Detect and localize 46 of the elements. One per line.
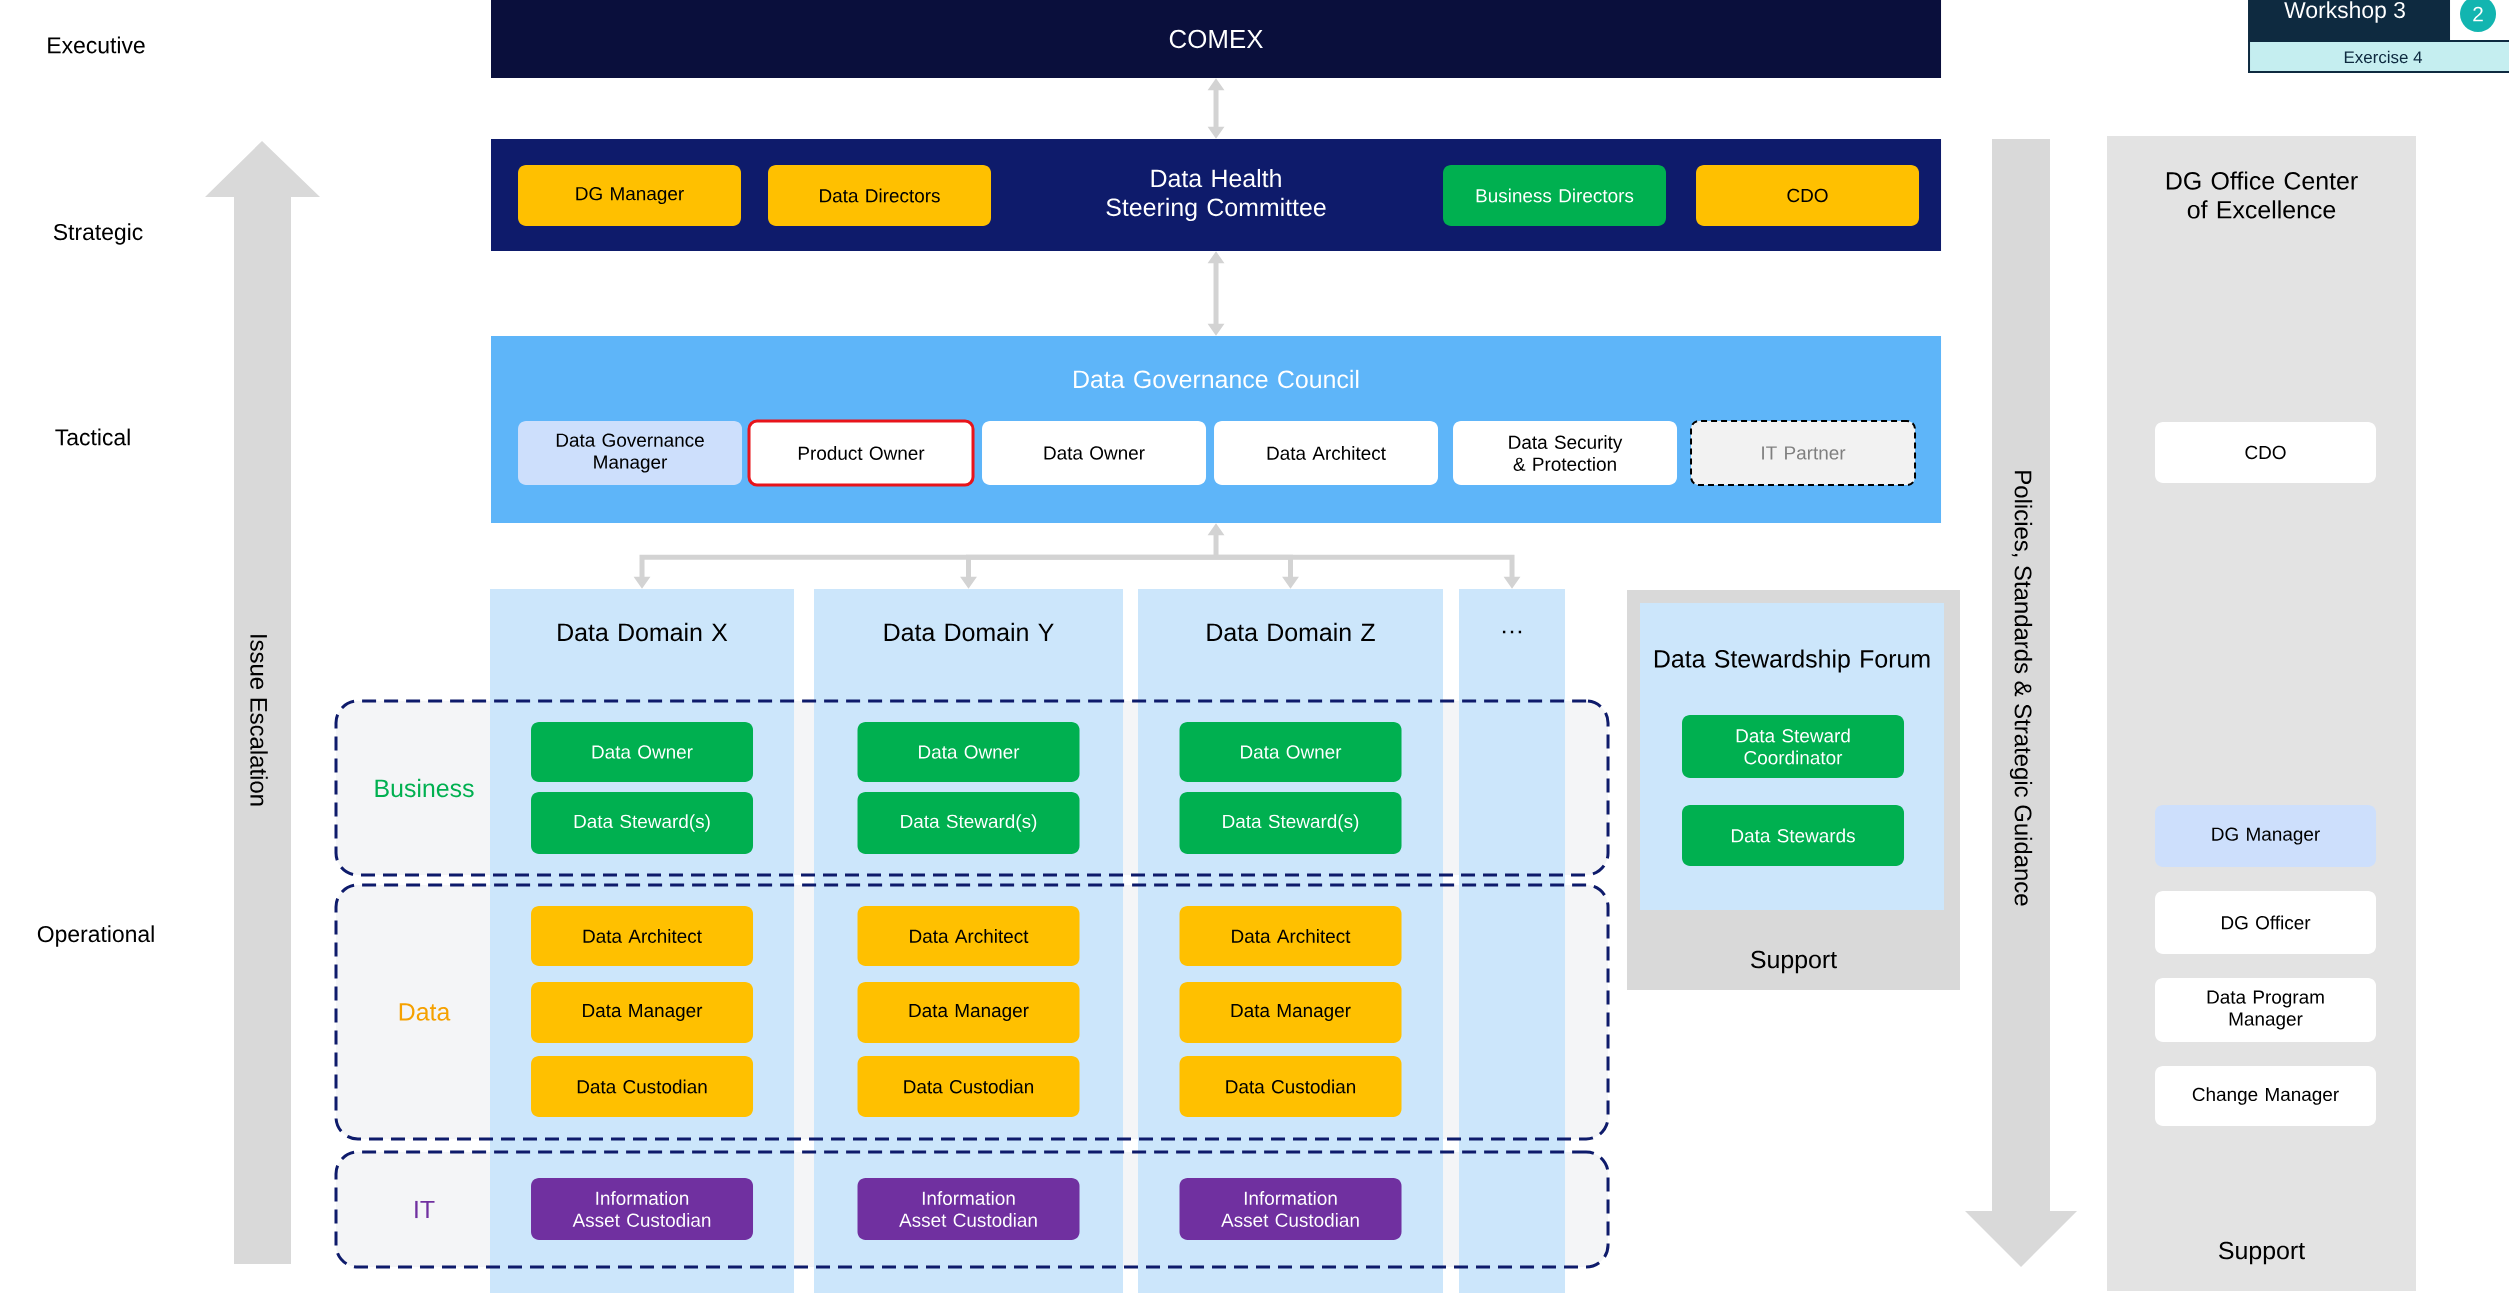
level-label: Tactical (55, 428, 130, 446)
workshop-badge: Workshop 3 (2248, 0, 2450, 40)
level-label: Operational (37, 925, 154, 947)
number-badge: 2 (2460, 0, 2496, 32)
role-box: Data Stewards (1682, 805, 1904, 866)
role-box: Data Custodian (857, 1056, 1080, 1117)
role-box: DG Manager (518, 165, 741, 226)
role-box: Data Manager (1179, 982, 1402, 1043)
role-box: Data Program Manager (2155, 978, 2376, 1042)
role-box: Data Custodian (531, 1056, 753, 1117)
role-box: DG Officer (2155, 891, 2376, 954)
exercise-badge: Exercise 4 (2248, 40, 2509, 73)
role-box: Data Custodian (1179, 1056, 1402, 1117)
role-box: Data Owner (531, 722, 753, 782)
role-box: Change Manager (2155, 1066, 2376, 1126)
role-box: Information Asset Custodian (1179, 1178, 1402, 1240)
role-box: Data Architect (857, 906, 1080, 966)
role-box: Data Security & Protection (1453, 421, 1677, 485)
role-box: CDO (2155, 422, 2376, 483)
role-box: Information Asset Custodian (857, 1178, 1080, 1240)
role-box: CDO (1696, 165, 1919, 226)
role-box: DG Manager (2155, 805, 2376, 867)
role-box: Data Steward(s) (857, 792, 1080, 854)
role-box: IT Partner (1690, 420, 1916, 486)
role-box: Data Steward(s) (1179, 792, 1402, 854)
role-box: Product Owner (747, 419, 975, 487)
role-box: Data Directors (768, 165, 991, 226)
role-box: Data Architect (531, 906, 753, 966)
role-box: Information Asset Custodian (531, 1178, 753, 1240)
role-box: Data Owner (982, 421, 1206, 485)
arrow-label: Issue Escalation (250, 635, 268, 806)
role-box: Data Steward Coordinator (1682, 715, 1904, 778)
level-label: Executive (48, 36, 145, 54)
role-box: Data Architect (1214, 421, 1438, 485)
level-label: Strategic (53, 223, 143, 245)
role-box: Data Owner (857, 722, 1080, 782)
role-box: Data Manager (857, 982, 1080, 1043)
header-bar: COMEX (491, 0, 1942, 78)
role-box: Data Steward(s) (531, 792, 753, 854)
arrow-label: Policies, Standards & Strategic Guidance (2009, 471, 2033, 906)
domain-column: … (1459, 589, 1565, 1293)
role-box: Data Manager (531, 982, 753, 1043)
role-box: Business Directors (1443, 165, 1666, 226)
role-box: Data Owner (1179, 722, 1402, 782)
role-box: Data Architect (1179, 906, 1402, 966)
role-box: Data Governance Manager (518, 421, 742, 485)
